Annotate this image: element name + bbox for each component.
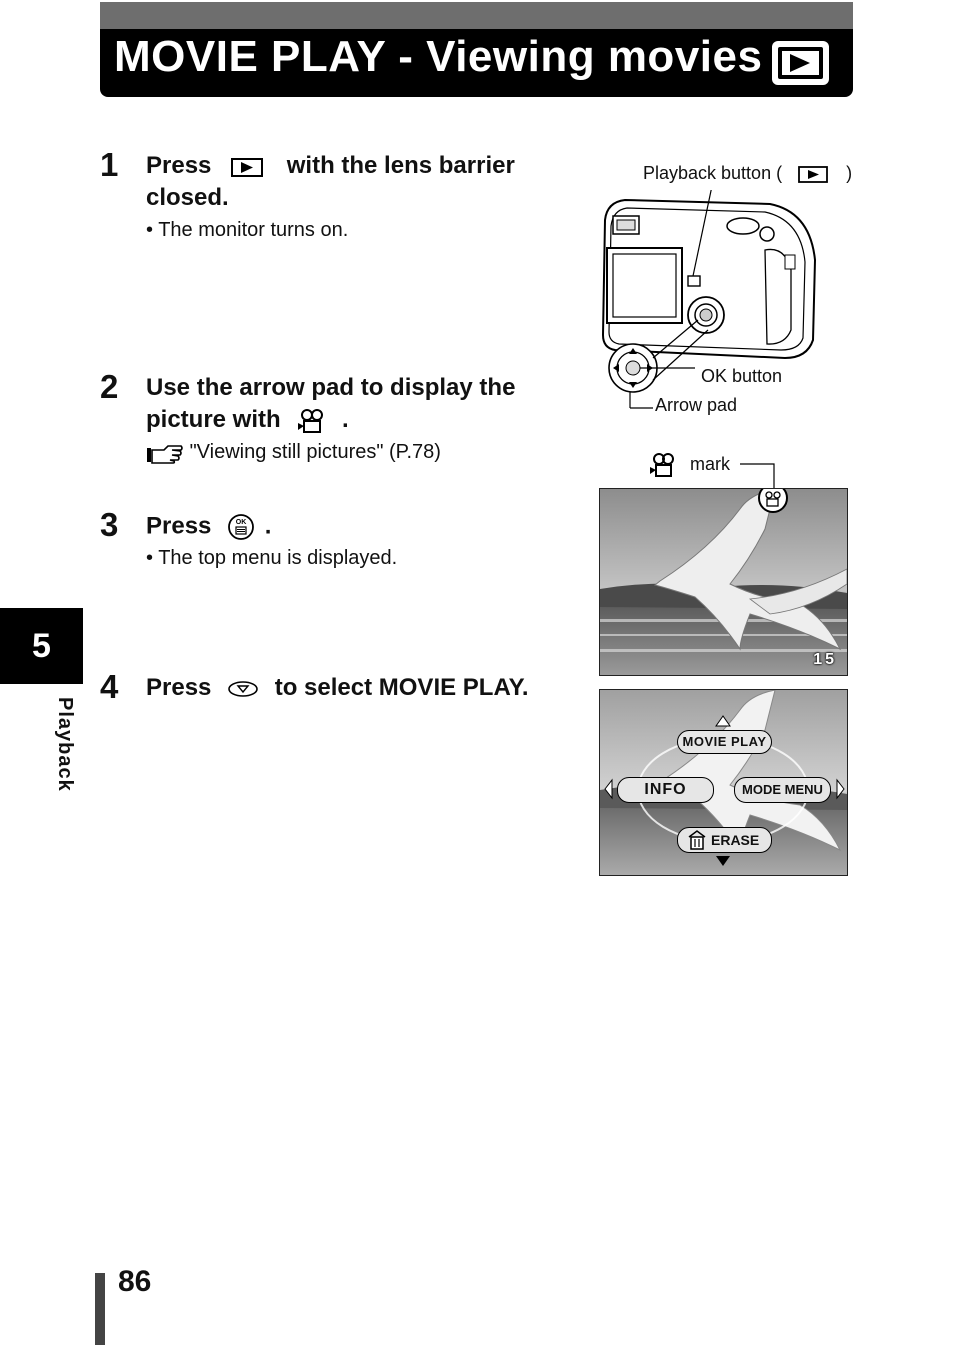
movie-mark-leader xyxy=(740,463,775,494)
playback-icon xyxy=(772,41,829,85)
step-4-suffix: to select MOVIE PLAY. xyxy=(274,674,529,701)
frame-count: 15 xyxy=(813,651,837,668)
playback-button-icon xyxy=(231,157,264,177)
chapter-tab: 5 xyxy=(0,608,83,684)
step-3-note: • The top menu is displayed. xyxy=(146,547,398,569)
menu-erase-button[interactable]: ERASE xyxy=(677,827,772,853)
step-1-number: 1 xyxy=(100,146,119,183)
step-4-number: 4 xyxy=(100,668,119,705)
movie-mark-icon xyxy=(650,453,674,477)
step-3-suffix: . xyxy=(264,512,272,540)
movie-mark-callout: mark xyxy=(649,452,730,478)
seagull-photo-1 xyxy=(600,489,847,675)
step-1-line-2: closed. xyxy=(146,184,229,211)
page-title: MOVIE PLAY - Viewing movies xyxy=(114,32,763,81)
title-banner: MOVIE PLAY - Viewing movies xyxy=(100,2,853,97)
step-3-prefix: Press xyxy=(146,512,212,540)
menu-movie-play[interactable]: MOVIE PLAY xyxy=(677,730,772,754)
monitor-screen-1: 15 xyxy=(599,488,848,676)
arrow-pad-label: Arrow pad xyxy=(655,395,738,415)
arrow-up-pad-icon xyxy=(228,680,258,697)
step-2-line-2: picture with . xyxy=(146,406,349,435)
step-1-suffix: with the lens barrier xyxy=(286,152,515,179)
step-3-number: 3 xyxy=(100,506,119,543)
monitor-screen-2: MOVIE PLAY INFO MODE MENU ERASE xyxy=(599,689,848,876)
ok-button-label: OK button xyxy=(701,366,783,386)
step-1-prefix: Press xyxy=(146,152,212,179)
step-2-reference-text: "Viewing still pictures" (P.78) xyxy=(189,441,441,463)
movie-mark-label: mark xyxy=(690,453,731,474)
playback-callout-text: Playback button ( xyxy=(643,163,783,183)
step-2-reference: "Viewing still pictures" (P.78) xyxy=(146,441,441,464)
ok-button-icon: OK xyxy=(228,514,254,540)
step-2-line-2-text: picture with xyxy=(146,406,281,433)
movie-icon xyxy=(298,408,324,433)
page-number-bar xyxy=(95,1273,105,1345)
playback-button-small-icon xyxy=(798,166,828,184)
playback-button-callout: Playback button ( ) xyxy=(643,163,852,184)
menu-erase-label: ERASE xyxy=(711,832,760,848)
step-4-prefix: Press xyxy=(146,674,212,701)
playback-callout-close: ) xyxy=(846,163,853,183)
chapter-label: Playback xyxy=(54,697,76,792)
step-1-line-1: Press with the lens barrier xyxy=(146,152,515,181)
step-4-line-1: Press to select MOVIE PLAY. xyxy=(146,674,529,703)
page-number: 86 xyxy=(118,1265,152,1298)
step-3-line-1: Press OK . xyxy=(146,512,271,542)
reference-hand-icon xyxy=(147,444,183,464)
trash-icon xyxy=(688,830,706,850)
camera-illustration xyxy=(601,190,817,409)
step-2-line-2-end: . xyxy=(342,406,349,433)
title-banner-shade xyxy=(100,2,853,29)
menu-mode-menu[interactable]: MODE MENU xyxy=(734,777,831,803)
step-2-number: 2 xyxy=(100,368,119,405)
menu-info[interactable]: INFO xyxy=(617,777,714,803)
svg-text:OK: OK xyxy=(236,519,247,526)
step-2-line-1: Use the arrow pad to display the xyxy=(146,374,516,401)
step-1-note: • The monitor turns on. xyxy=(146,219,349,241)
